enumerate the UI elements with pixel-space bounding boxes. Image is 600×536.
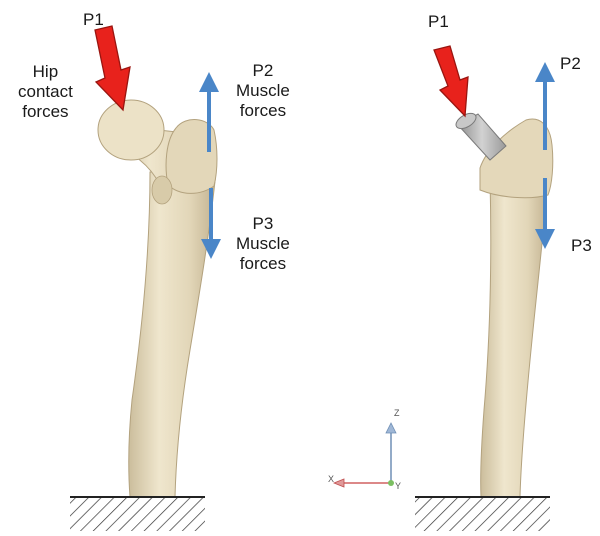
left-p2-label-group: P2 Muscle forces	[236, 61, 290, 121]
right-femur-shaft	[481, 178, 548, 497]
left-p3-label: P3	[236, 214, 290, 234]
left-femur	[98, 100, 217, 497]
left-femoral-head	[98, 100, 164, 160]
left-p2-label: P2	[236, 61, 290, 81]
right-ground-support	[415, 497, 550, 531]
left-ground-support	[70, 497, 205, 531]
left-p1-desc-line: forces	[18, 102, 73, 122]
right-hip-implant	[453, 110, 506, 160]
left-p1-label: P1	[83, 10, 104, 30]
left-p2-desc-line: Muscle	[236, 81, 290, 101]
left-p3-label-group: P3 Muscle forces	[236, 214, 290, 274]
left-p1-desc-line: Hip	[18, 62, 73, 82]
left-p1-description: Hip contact forces	[18, 62, 73, 122]
left-p3-desc-line: Muscle	[236, 234, 290, 254]
left-p2-desc-line: forces	[236, 101, 290, 121]
right-p1-arrow	[434, 46, 468, 116]
left-p1-arrow	[95, 26, 130, 110]
left-p3-desc-line: forces	[236, 254, 290, 274]
left-femur-shaft	[129, 172, 216, 497]
left-p1-desc-line: contact	[18, 82, 73, 102]
axis-y-label: Y	[395, 481, 401, 491]
axes-triad: Z X Y	[328, 408, 401, 491]
axis-x-label: X	[328, 474, 334, 484]
right-p1-label: P1	[428, 12, 449, 32]
axis-z-label: Z	[394, 408, 400, 418]
right-femur	[453, 110, 552, 497]
right-p2-label: P2	[560, 54, 581, 74]
left-lesser-trochanter	[152, 176, 172, 204]
right-p3-label: P3	[571, 236, 592, 256]
